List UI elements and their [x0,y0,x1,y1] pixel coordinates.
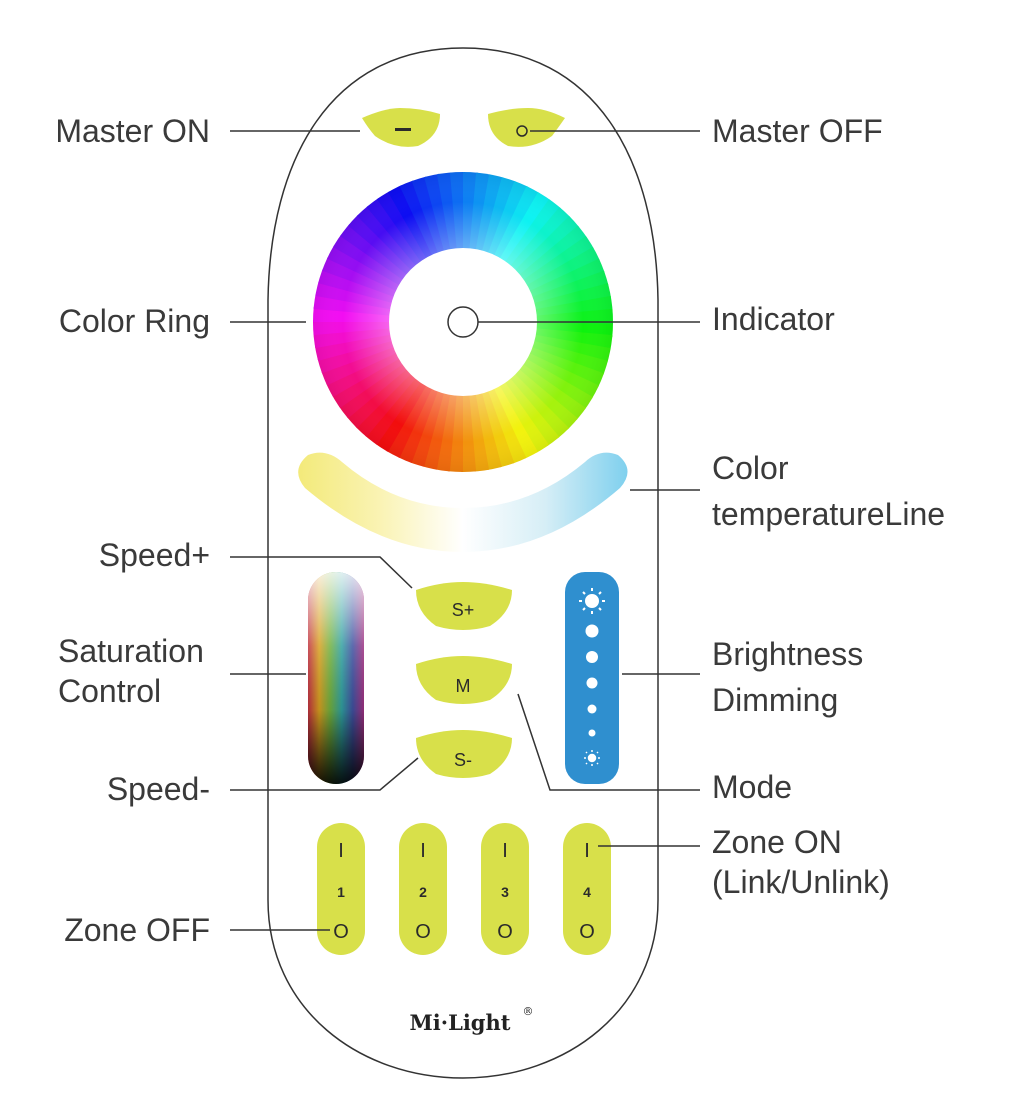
label-brightness-2: Dimming [712,682,839,718]
brightness-level-dot [587,704,597,714]
label-color-temp-2: temperatureLine [712,496,946,532]
zone-1-off-label[interactable]: O [333,921,349,943]
label-color-ring: Color Ring [58,303,210,339]
zone-4-button-group[interactable]: I 4O [563,823,611,955]
label-indicator: Indicator [712,301,835,337]
minus-icon [395,128,411,131]
leader-lines [230,130,700,931]
zone-2-button[interactable] [399,823,447,955]
zone-3-button[interactable] [481,823,529,955]
master-on-button[interactable] [362,108,440,147]
zone-2-on-label[interactable]: I [420,840,426,862]
speed-minus-button[interactable]: S- [416,730,512,778]
sun-dim-icon [584,750,600,766]
brightness-level-dot [588,729,596,737]
leader-speed-plus [230,556,413,589]
mode-label: M [456,676,471,696]
label-brightness-1: Brightness [712,636,864,672]
label-master-off: Master OFF [712,113,883,149]
label-zone-off: Zone OFF [64,912,210,948]
brightness-level-dot [586,677,598,689]
speed-minus-label: S- [454,750,472,770]
zone-1-button-group[interactable]: I 1O [317,823,365,955]
label-mode: Mode [712,769,793,805]
zone-1-button[interactable] [317,823,365,955]
label-color-temp-1: Color [712,450,789,486]
brand-logo: Mi·Light [410,1010,511,1035]
speed-plus-label: S+ [452,600,475,620]
label-zone-on-2: (Link/Unlink) [712,864,890,900]
leader-speed-minus [230,757,419,791]
sun-bright-icon [579,588,605,614]
registered-mark: ® [523,1005,534,1018]
zone-3-number: 3 [501,884,509,900]
saturation-control[interactable] [308,572,364,784]
label-saturation-1: Saturation [58,633,204,669]
leader-mode [517,693,700,791]
zone-2-off-label[interactable]: O [415,921,431,943]
zone-4-on-label[interactable]: I [584,840,590,862]
indicator-light [447,306,479,338]
brightness-level-dot [585,624,599,638]
speed-plus-button[interactable]: S+ [416,582,512,630]
master-off-button[interactable] [488,108,565,147]
mode-button[interactable]: M [416,656,512,704]
zone-4-off-label[interactable]: O [579,921,595,943]
label-saturation-2: Control [58,673,162,709]
zone-2-number: 2 [419,884,427,900]
color-ring[interactable] [303,162,623,482]
label-speed-plus: Speed+ [98,537,210,573]
zone-1-number: 1 [337,884,345,900]
label-master-on: Master ON [55,113,210,149]
zone-3-button-group[interactable]: I 3O [481,823,529,955]
color-temperature-line[interactable] [298,452,628,552]
zone-4-number: 4 [583,884,591,900]
zone-3-on-label[interactable]: I [502,840,508,862]
zone-1-on-label[interactable]: I [338,840,344,862]
label-speed-minus: Speed- [106,771,210,807]
brightness-level-dot [586,651,598,663]
label-zone-on-1: Zone ON [712,824,842,860]
circle-icon [516,125,528,137]
zone-3-off-label[interactable]: O [497,921,513,943]
zone-4-button[interactable] [563,823,611,955]
brightness-dimming-bar[interactable] [565,572,619,784]
zone-2-button-group[interactable]: I 2O [399,823,447,955]
